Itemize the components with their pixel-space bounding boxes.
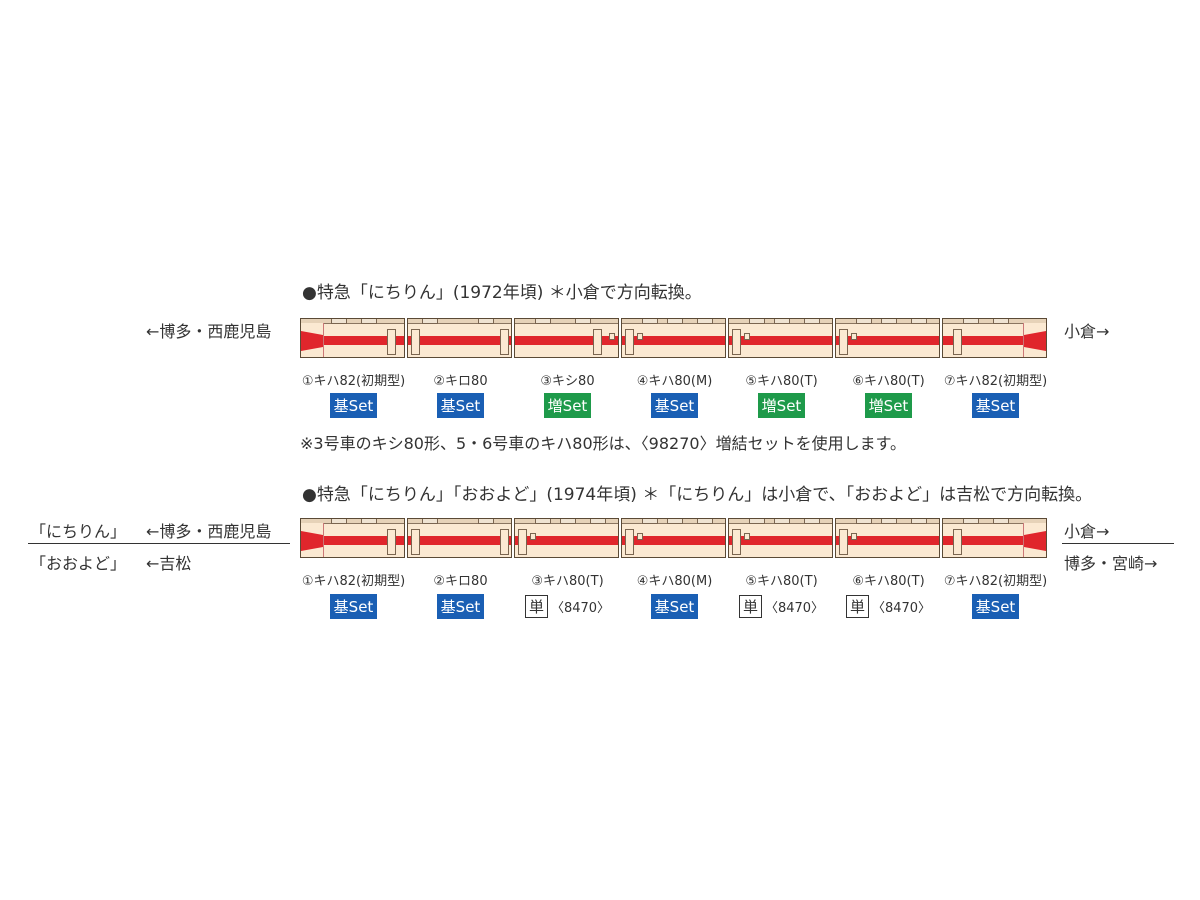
set-badge: 基Set bbox=[971, 393, 1020, 418]
section2-car-labels: ①キハ82(初期型) ②キロ80 ③キハ80(T) ④キハ80(M) ⑤キハ80… bbox=[300, 570, 1049, 589]
set-badge: 基Set bbox=[436, 594, 485, 619]
single-badge: 単 bbox=[738, 595, 762, 618]
set-badge: 基Set bbox=[329, 594, 378, 619]
set-badge: 基Set bbox=[971, 594, 1020, 619]
product-number: 〈8470〉 bbox=[871, 601, 932, 616]
car-label: ⑤キハ80(T) bbox=[745, 374, 818, 389]
section2-left-divider bbox=[28, 543, 290, 544]
car-1 bbox=[300, 318, 405, 358]
single-badge: 単 bbox=[524, 595, 548, 618]
section2-left-name-top: 「にちりん」 bbox=[30, 522, 127, 541]
car-label: ④キハ80(M) bbox=[636, 374, 713, 389]
set-badge: 増Set bbox=[543, 393, 592, 418]
section1-car-labels: ①キハ82(初期型) ②キロ80 ③キシ80 ④キハ80(M) ⑤キハ80(T)… bbox=[300, 370, 1049, 389]
product-number: 〈8470〉 bbox=[764, 601, 825, 616]
single-product-tag: 単〈8470〉 bbox=[524, 595, 611, 618]
car-3 bbox=[514, 518, 619, 558]
section2-left-name-bottom: 「おおよど」 bbox=[30, 554, 127, 573]
set-badge: 基Set bbox=[650, 594, 699, 619]
car-6 bbox=[835, 518, 940, 558]
car-label: ②キロ80 bbox=[433, 374, 488, 389]
section2-right-divider bbox=[1062, 543, 1174, 544]
car-label: ⑦キハ82(初期型) bbox=[943, 574, 1048, 589]
set-badge: 増Set bbox=[757, 393, 806, 418]
section1-badges: 基Set 基Set 増Set 基Set 増Set 増Set 基Set bbox=[300, 393, 1049, 418]
car-label: ①キハ82(初期型) bbox=[301, 574, 406, 589]
car-label: ③キシ80 bbox=[540, 374, 595, 389]
section2-left-direction-top: ←博多・西鹿児島 bbox=[146, 522, 272, 541]
section2-badges: 基Set 基Set 単〈8470〉 基Set 単〈8470〉 単〈8470〉 基… bbox=[300, 594, 1049, 619]
car-4 bbox=[621, 318, 726, 358]
section2-right-direction-top: 小倉→ bbox=[1064, 522, 1110, 541]
car-label: ②キロ80 bbox=[433, 574, 488, 589]
car-label: ⑥キハ80(T) bbox=[852, 574, 925, 589]
product-number: 〈8470〉 bbox=[550, 601, 611, 616]
set-badge: 基Set bbox=[436, 393, 485, 418]
section2-heading: ●特急「にちりん」「おおよど」(1974年頃) ＊「にちりん」は小倉で、「おおよ… bbox=[302, 485, 1093, 505]
section1-right-direction: 小倉→ bbox=[1064, 322, 1110, 341]
car-label: ③キハ80(T) bbox=[531, 574, 604, 589]
section2-left-direction-bottom: ←吉松 bbox=[146, 554, 192, 573]
section2-right-direction-bottom: 博多・宮崎→ bbox=[1064, 554, 1158, 573]
single-badge: 単 bbox=[845, 595, 869, 618]
section1-note: ※3号車のキシ80形、5・6号車のキハ80形は、〈98270〉増結セットを使用し… bbox=[300, 434, 906, 453]
set-badge: 基Set bbox=[650, 393, 699, 418]
car-label: ①キハ82(初期型) bbox=[301, 374, 406, 389]
set-badge: 基Set bbox=[329, 393, 378, 418]
section1-train bbox=[300, 318, 1049, 358]
car-5 bbox=[728, 518, 833, 558]
car-2 bbox=[407, 318, 512, 358]
section2-train bbox=[300, 518, 1049, 558]
car-label: ⑦キハ82(初期型) bbox=[943, 374, 1048, 389]
car-2 bbox=[407, 518, 512, 558]
car-5 bbox=[728, 318, 833, 358]
set-badge: 増Set bbox=[864, 393, 913, 418]
car-label: ⑥キハ80(T) bbox=[852, 374, 925, 389]
car-7 bbox=[942, 518, 1047, 558]
single-product-tag: 単〈8470〉 bbox=[738, 595, 825, 618]
section1-left-direction: ←博多・西鹿児島 bbox=[146, 322, 272, 341]
car-label: ⑤キハ80(T) bbox=[745, 574, 818, 589]
car-6 bbox=[835, 318, 940, 358]
car-1 bbox=[300, 518, 405, 558]
single-product-tag: 単〈8470〉 bbox=[845, 595, 932, 618]
car-4 bbox=[621, 518, 726, 558]
car-3 bbox=[514, 318, 619, 358]
section1-heading: ●特急「にちりん」(1972年頃) ＊小倉で方向転換。 bbox=[302, 283, 702, 303]
car-7 bbox=[942, 318, 1047, 358]
car-label: ④キハ80(M) bbox=[636, 574, 713, 589]
